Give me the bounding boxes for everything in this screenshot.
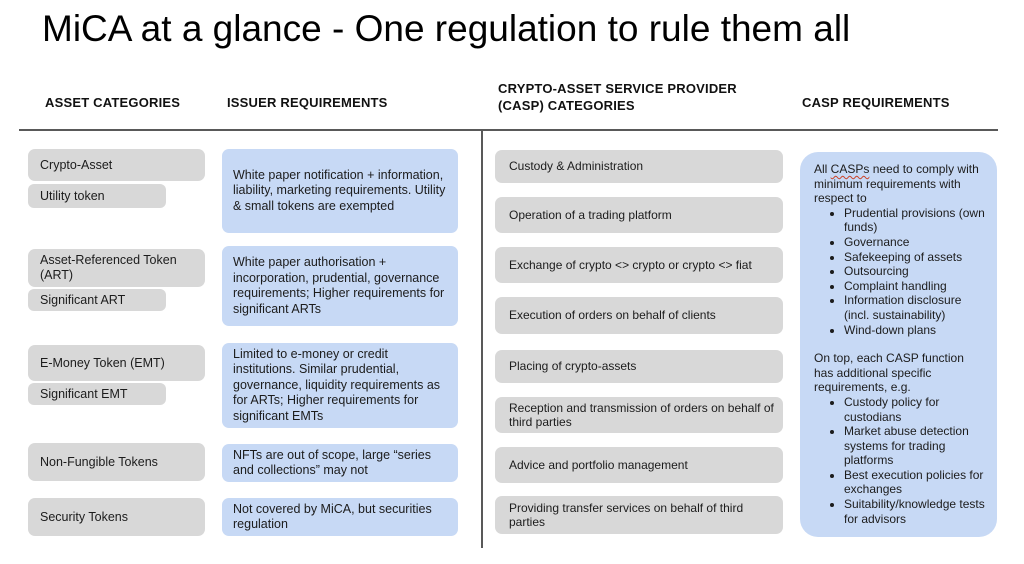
casp-minimum-requirements-list: Prudential provisions (own funds)Governa… bbox=[814, 206, 985, 337]
asset-category-box: Non-Fungible Tokens bbox=[28, 443, 205, 481]
issuer-requirement-box: NFTs are out of scope, large “series and… bbox=[222, 444, 458, 482]
casp-category-box: Placing of crypto-assets bbox=[495, 350, 783, 383]
bullet-item: Complaint handling bbox=[844, 279, 985, 294]
asset-category-box: Asset-Referenced Token (ART) bbox=[28, 249, 205, 287]
casp-specific-requirements-list: Custody policy for custodiansMarket abus… bbox=[814, 395, 985, 526]
bullet-item: Governance bbox=[844, 235, 985, 250]
bullet-item: Best execution policies for exchanges bbox=[844, 468, 985, 497]
bullet-item: Prudential provisions (own funds) bbox=[844, 206, 985, 235]
asset-category-box: Crypto-Asset bbox=[28, 149, 205, 181]
issuer-requirement-box: Not covered by MiCA, but securities regu… bbox=[222, 498, 458, 536]
asset-subcategory-box: Significant EMT bbox=[28, 383, 166, 405]
bullet-item: Custody policy for custodians bbox=[844, 395, 985, 424]
misspelled-word: CASPs bbox=[830, 162, 870, 176]
casp-requirements-intro-1: All CASPs need to comply with minimum re… bbox=[814, 162, 979, 206]
bullet-item: Wind-down plans bbox=[844, 323, 985, 338]
casp-category-box: Custody & Administration bbox=[495, 150, 783, 183]
column-header-casp-categories: CRYPTO-ASSET SERVICE PROVIDER (CASP) CAT… bbox=[498, 81, 737, 113]
asset-category-box: E-Money Token (EMT) bbox=[28, 345, 205, 381]
bullet-item: Market abuse detection systems for tradi… bbox=[844, 424, 985, 468]
header-divider-line bbox=[19, 129, 998, 131]
column-divider-line bbox=[481, 131, 483, 548]
casp-category-box: Providing transfer services on behalf of… bbox=[495, 496, 783, 534]
issuer-requirement-box: Limited to e-money or credit institution… bbox=[222, 343, 458, 428]
bullet-item: Safekeeping of assets bbox=[844, 250, 985, 265]
paragraph-gap bbox=[814, 337, 985, 351]
bullet-item: Suitability/knowledge tests for advisors bbox=[844, 497, 985, 526]
issuer-requirement-box: White paper notification + information, … bbox=[222, 149, 458, 233]
asset-subcategory-box: Significant ART bbox=[28, 289, 166, 311]
casp-category-box: Advice and portfolio management bbox=[495, 447, 783, 483]
casp-requirements-intro-2: On top, each CASP function has additiona… bbox=[814, 351, 964, 395]
casp-category-box: Exchange of crypto <> crypto or crypto <… bbox=[495, 247, 783, 283]
asset-subcategory-box: Utility token bbox=[28, 184, 166, 208]
bullet-item: Outsourcing bbox=[844, 264, 985, 279]
asset-category-box: Security Tokens bbox=[28, 498, 205, 536]
column-header-casp-requirements: CASP REQUIREMENTS bbox=[802, 95, 950, 110]
column-header-asset-categories: ASSET CATEGORIES bbox=[45, 95, 181, 110]
bullet-item: Information disclosure (incl. sustainabi… bbox=[844, 293, 985, 322]
issuer-requirement-box: White paper authorisation + incorporatio… bbox=[222, 246, 458, 326]
casp-category-box: Execution of orders on behalf of clients bbox=[495, 297, 783, 334]
column-header-issuer-requirements: ISSUER REQUIREMENTS bbox=[227, 95, 388, 110]
page-title: MiCA at a glance - One regulation to rul… bbox=[42, 8, 851, 49]
casp-category-box: Operation of a trading platform bbox=[495, 197, 783, 233]
casp-category-box: Reception and transmission of orders on … bbox=[495, 397, 783, 433]
casp-requirements-box: All CASPs need to comply with minimum re… bbox=[800, 152, 997, 537]
